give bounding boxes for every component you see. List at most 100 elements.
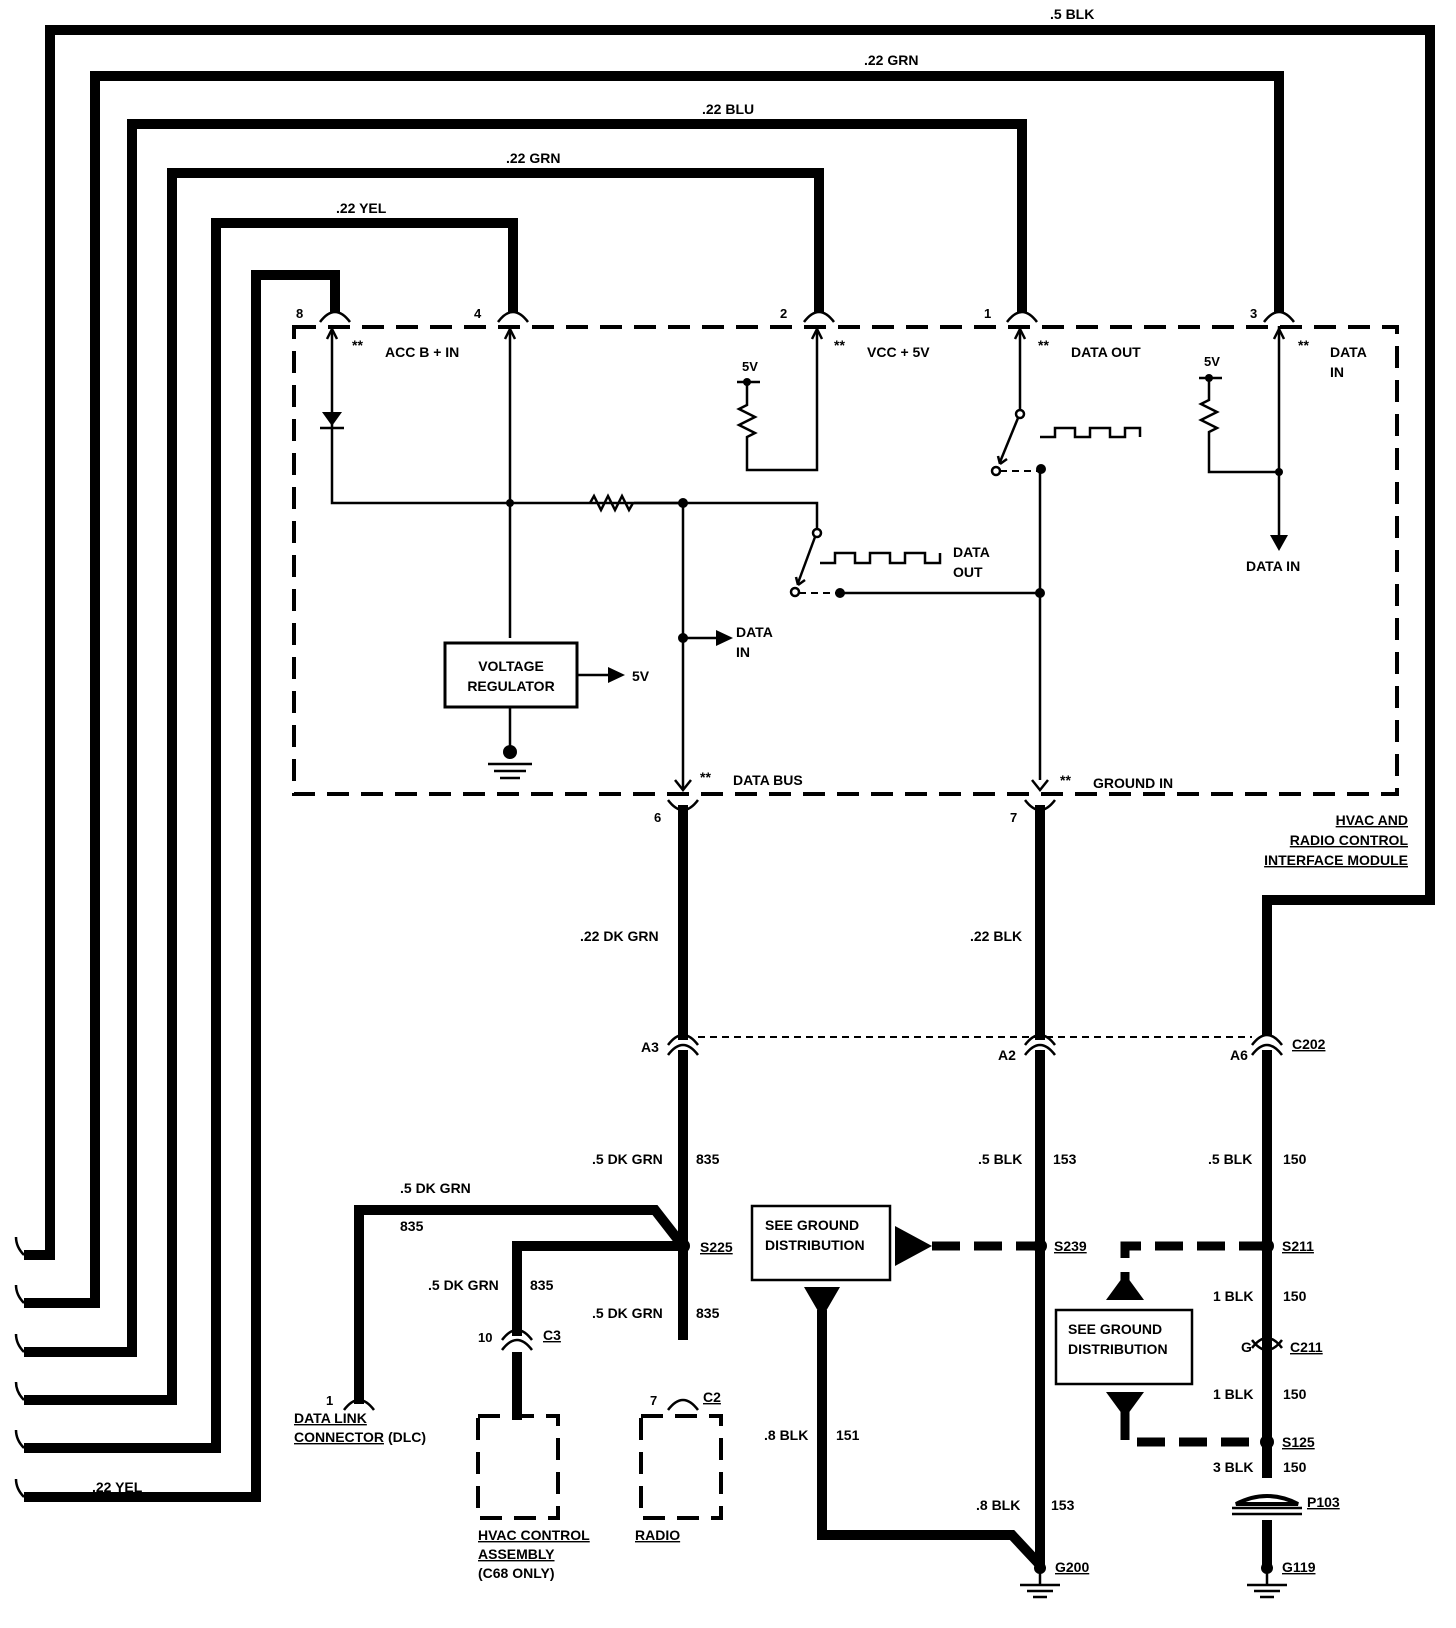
label-c3-835: 835 <box>530 1277 554 1293</box>
data-in-top-1: DATA <box>1330 344 1367 360</box>
label-5blk-153: .5 BLK <box>978 1151 1022 1167</box>
hvac-control-box <box>476 1414 560 1520</box>
pin-7: 7 <box>1010 810 1017 825</box>
label-c3-wire: .5 DK GRN <box>428 1277 499 1293</box>
ground-in-label: GROUND IN <box>1093 775 1173 791</box>
label-5blk-150: .5 BLK <box>1208 1151 1252 1167</box>
label-3blk: 3 BLK <box>1213 1459 1253 1475</box>
wire-22blu-pin1 <box>24 119 1027 1357</box>
top-pin-connectors <box>319 310 1295 323</box>
see-ground-2b: DISTRIBUTION <box>1068 1341 1168 1357</box>
top-wire-bundle <box>24 25 1435 1502</box>
p103-grommet-icon <box>1235 1494 1299 1506</box>
c2-connector <box>667 1398 699 1411</box>
data-in-mid-1: DATA <box>736 624 773 640</box>
acc-b-in-label: ACC B + IN <box>385 344 459 360</box>
hvac-label-3: (C68 ONLY) <box>478 1565 555 1581</box>
dlc-label-3: (DLC) <box>388 1429 426 1445</box>
left-terminals <box>14 1236 25 1498</box>
label-dlc-835: 835 <box>400 1218 424 1234</box>
label-08blk-151: .8 BLK <box>764 1427 808 1443</box>
vcc-circuit: 5V <box>736 326 824 472</box>
a2-label: A2 <box>998 1047 1016 1063</box>
c2-label: C2 <box>703 1389 721 1405</box>
wire-c3 <box>512 1241 683 1336</box>
s125-splice <box>1260 1435 1274 1449</box>
acc-circuit <box>320 326 819 638</box>
module-name-3: INTERFACE MODULE <box>1264 852 1408 868</box>
label-5dkgrn-1: .5 DK GRN <box>592 1151 663 1167</box>
data-out-switch <box>990 326 1142 780</box>
data-bus-circuit: DATA IN <box>674 503 1049 793</box>
stars-vcc: ** <box>834 337 845 353</box>
wire-5blk <box>24 25 1435 1260</box>
hvac-label-2: ASSEMBLY <box>478 1546 555 1562</box>
label-153: 153 <box>1053 1151 1077 1167</box>
g200-ground-icon <box>1020 1568 1060 1599</box>
wire-dlc <box>354 1205 687 1404</box>
see-ground-2a: SEE GROUND <box>1068 1321 1162 1337</box>
c3-label: C3 <box>543 1327 561 1343</box>
g200-label: G200 <box>1055 1559 1089 1575</box>
stars-databus: ** <box>700 769 711 785</box>
hvac-label-1: HVAC CONTROL <box>478 1527 590 1543</box>
data-in-mid-2: IN <box>736 644 750 660</box>
data-out-mid-2: OUT <box>953 564 983 580</box>
ground-ref-down2-arrow-icon <box>1106 1392 1144 1418</box>
pin-3: 3 <box>1250 306 1257 321</box>
c211-connector <box>1251 1336 1283 1352</box>
see-ground-1b: DISTRIBUTION <box>765 1237 865 1253</box>
data-out-mid-1: DATA <box>953 544 990 560</box>
c2-pin: 7 <box>650 1393 657 1408</box>
g119-label: G119 <box>1282 1559 1316 1575</box>
label-150-d: 150 <box>1283 1459 1307 1475</box>
label-22grn-b: .22 GRN <box>506 150 560 166</box>
g119-ground-icon <box>1247 1568 1287 1599</box>
stars-dataout: ** <box>1038 337 1049 353</box>
p103-label: P103 <box>1307 1494 1340 1510</box>
label-151: 151 <box>836 1427 860 1443</box>
see-ground-box-1 <box>750 1204 892 1282</box>
ground-ref-arrow-icon <box>895 1226 932 1266</box>
wire-151 <box>817 1310 1044 1569</box>
diode-icon <box>322 412 342 426</box>
wire-22yel-pin8 <box>24 270 340 1502</box>
label-5blk: .5 BLK <box>1050 6 1094 22</box>
module-name-2: RADIO CONTROL <box>1290 832 1409 848</box>
data-in-arrow-label: DATA IN <box>1246 558 1300 574</box>
dlc-label-2: CONNECTOR <box>294 1429 384 1445</box>
see-ground-1a: SEE GROUND <box>765 1217 859 1233</box>
radio-label: RADIO <box>635 1527 680 1543</box>
label-150-c: 150 <box>1283 1386 1307 1402</box>
label-22yel-bottom: .22 YEL <box>92 1479 143 1495</box>
vcc-5v-label: 5V <box>742 359 758 374</box>
a6-label: A6 <box>1230 1047 1248 1063</box>
g-pin: G <box>1241 1339 1252 1355</box>
module-outline <box>292 325 1399 796</box>
data-out-label: DATA OUT <box>1071 344 1141 360</box>
c202-label: C202 <box>1292 1036 1326 1052</box>
data-bus-label: DATA BUS <box>733 772 803 788</box>
data-in-top-2: IN <box>1330 364 1344 380</box>
stars-datain: ** <box>1298 337 1309 353</box>
c211-label: C211 <box>1290 1339 1323 1355</box>
data-in-circuit: 5V DATA IN <box>1198 326 1300 574</box>
wire-22yel-pin4 <box>24 218 518 1453</box>
label-22dkgrn: .22 DK GRN <box>580 928 659 944</box>
dlc-label-1: DATA LINK <box>294 1410 367 1426</box>
pin-2: 2 <box>780 306 787 321</box>
label-1blk-b: 1 BLK <box>1213 1386 1253 1402</box>
label-c2-wire: .5 DK GRN <box>592 1305 663 1321</box>
c3-pin: 10 <box>478 1330 492 1345</box>
s239-splice <box>1033 1239 1047 1253</box>
label-150-b: 150 <box>1283 1288 1307 1304</box>
label-150: 150 <box>1283 1151 1307 1167</box>
radio-box <box>639 1414 723 1520</box>
vcc-label: VCC + 5V <box>867 344 930 360</box>
stars-groundin: ** <box>1060 772 1071 788</box>
vreg-line1: VOLTAGE <box>478 658 544 674</box>
datain-5v-label: 5V <box>1204 354 1220 369</box>
label-1blk-a: 1 BLK <box>1213 1288 1253 1304</box>
wire-22grn-pin3 <box>24 71 1284 1308</box>
c3-connector <box>501 1328 533 1351</box>
